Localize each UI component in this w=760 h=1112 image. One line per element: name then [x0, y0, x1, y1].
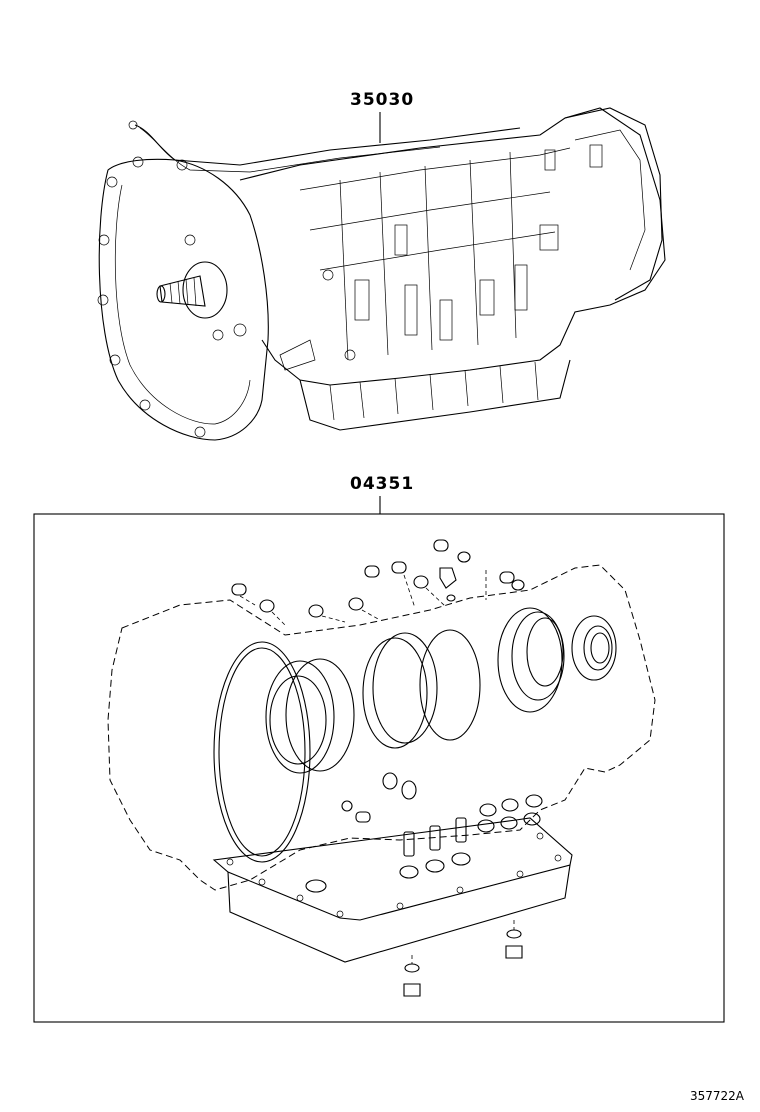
transmission-assembly-illustration[interactable] [97, 107, 666, 441]
oil-cooler-line [134, 124, 521, 166]
oil-pan [299, 359, 571, 431]
small-seals [341, 772, 417, 823]
check-ball-plugs [231, 539, 515, 596]
bell-housing [98, 158, 269, 441]
kit-boundary-box [33, 513, 725, 1023]
o-ring-cluster [477, 794, 543, 833]
transmission-case [239, 107, 666, 386]
input-shaft [159, 275, 206, 307]
oil-pan [227, 864, 571, 963]
small-o-rings [259, 551, 525, 618]
gasket-kit-illustration[interactable] [33, 496, 725, 1023]
case-gasket-outline [107, 564, 656, 891]
oil-seal [571, 615, 617, 681]
extension-housing [564, 107, 663, 301]
part-number-04351[interactable]: 04351 [350, 474, 415, 494]
piston-seal-rings [213, 607, 565, 863]
figure-id: 357722A [690, 1089, 745, 1103]
part-number-35030[interactable]: 35030 [350, 90, 415, 110]
oil-pan-gasket [212, 817, 573, 921]
pipe-seals [399, 817, 471, 879]
input-shaft-hub [182, 261, 228, 319]
